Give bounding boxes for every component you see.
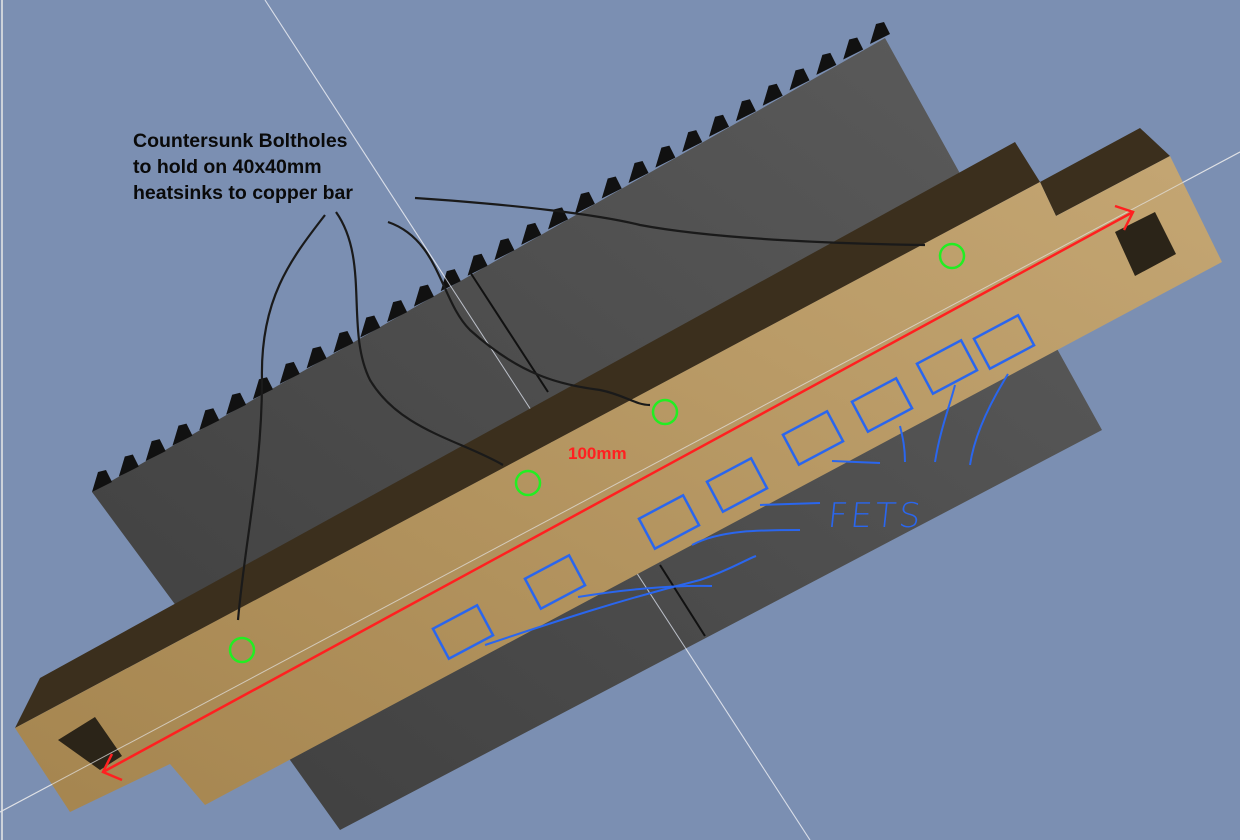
boltholes — [228, 242, 966, 664]
heatsink-fin — [306, 346, 327, 369]
heatsink-fin — [333, 330, 354, 353]
heatsink-seam — [469, 271, 549, 393]
fet-marker — [972, 313, 1036, 371]
bolthole-marker — [228, 636, 256, 664]
heatsink-fin — [601, 176, 622, 199]
heatsink-fin — [655, 145, 676, 168]
heatsink-fin — [172, 423, 193, 446]
heatsink-fin — [279, 361, 300, 384]
callout-leaders — [236, 196, 926, 621]
heatsink-fin — [548, 207, 569, 230]
fet-marker — [781, 409, 845, 467]
copper-bar-end-block-side — [1040, 128, 1170, 216]
heatsink-fin — [735, 99, 756, 122]
mounting-hole-left[interactable] — [58, 717, 122, 770]
heatsink-fin — [467, 253, 488, 276]
callout-line: Countersunk Boltholes — [133, 130, 348, 152]
fet-marker — [523, 553, 587, 611]
callout-line: heatsinks to copper bar — [133, 182, 353, 204]
heatsink-fin — [762, 83, 783, 106]
heatsink-fin — [521, 222, 542, 245]
heatsink-fin — [789, 68, 810, 91]
heatsink-fin — [118, 454, 139, 477]
bolthole-callout: Countersunk Boltholes to hold on 40x40mm… — [133, 128, 353, 206]
heatsink-fins — [92, 22, 890, 492]
heatsink-fin — [413, 284, 434, 307]
fet-markers — [431, 313, 1036, 661]
heatsink-fin — [360, 315, 381, 338]
callout-line: to hold on 40x40mm — [133, 156, 322, 178]
heatsink-fin — [816, 52, 837, 75]
fet-leaders — [484, 373, 1009, 646]
heatsink-fin — [199, 408, 220, 431]
copper-bar-face — [15, 156, 1222, 812]
fet-marker — [637, 493, 701, 551]
dimension-label: 100mm — [568, 444, 627, 463]
fet-marker — [431, 603, 495, 661]
heatsink-fin — [440, 269, 461, 292]
heatsink-fin — [494, 238, 515, 261]
fet-marker — [850, 376, 914, 434]
heatsink-fin — [843, 37, 864, 60]
heatsink-fin — [226, 392, 247, 415]
heatsink-fin — [387, 300, 408, 323]
fets-label: FETS — [825, 496, 926, 536]
heatsink-fin — [628, 161, 649, 184]
heatsink-fin — [92, 470, 112, 492]
fet-marker — [705, 456, 769, 514]
heatsink-seam — [659, 564, 706, 637]
copper-bar-top-side — [15, 142, 1040, 728]
bolthole-marker — [514, 469, 542, 497]
heatsink-fin — [870, 22, 890, 44]
heatsink-fin — [574, 191, 595, 214]
bolthole-marker — [651, 398, 679, 426]
mounting-hole-right[interactable] — [1115, 212, 1176, 276]
axis-line — [0, 151, 1240, 813]
fet-marker — [915, 338, 979, 396]
heatsink-fin — [145, 439, 166, 462]
heatsink-fin — [709, 114, 730, 137]
heatsink-fin — [682, 130, 703, 153]
bolthole-marker — [938, 242, 966, 270]
dimension-arrow — [101, 204, 1135, 782]
